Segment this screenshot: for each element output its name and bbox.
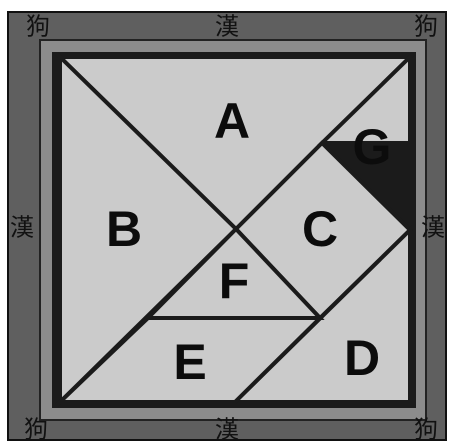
border-char-top-left: 狗 <box>26 13 50 41</box>
border-char-left-middle: 漢 <box>10 214 34 242</box>
border-char-top-center: 漢 <box>215 13 239 41</box>
label-b: B <box>106 201 142 257</box>
border-char-bottom-right: 狗 <box>414 416 438 444</box>
border-char-bottom-center: 漢 <box>215 416 239 444</box>
border-char-right-middle: 漢 <box>421 214 445 242</box>
label-g: G <box>353 119 392 175</box>
border-char-bottom-left: 狗 <box>24 416 48 444</box>
label-d: D <box>344 330 380 386</box>
border-char-top-right: 狗 <box>414 13 438 41</box>
label-c: C <box>302 201 338 257</box>
label-f: F <box>219 253 250 309</box>
label-e: E <box>173 334 206 390</box>
label-a: A <box>214 93 250 149</box>
